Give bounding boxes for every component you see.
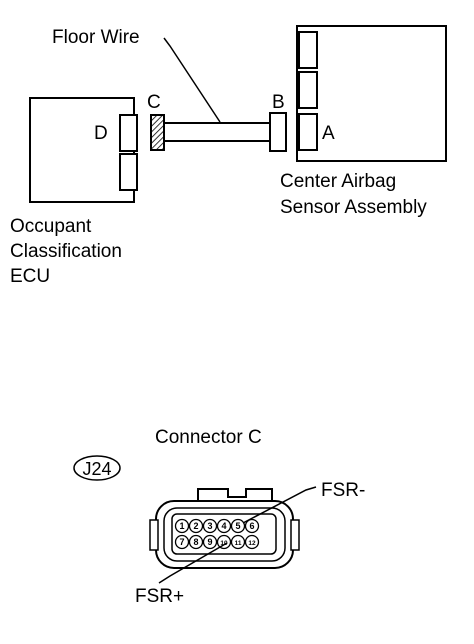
connector-pin-number: 1 [179, 521, 184, 531]
connector-c-title: Connector C [155, 427, 262, 448]
assembly-connector-slot-2 [298, 71, 318, 109]
connector-b-label: B [272, 92, 285, 113]
connector-pin-number: 2 [193, 521, 198, 531]
connector-pin-4 [216, 518, 232, 534]
connector-d-label: D [94, 123, 108, 144]
fsr-minus-label: FSR- [321, 480, 365, 501]
floor-wire [150, 112, 287, 152]
connector-side-tab-left [149, 519, 159, 551]
floor-wire-leader [163, 37, 221, 123]
ecu-connector-slot [119, 153, 138, 191]
connector-pin-2 [188, 518, 204, 534]
connector-side-tab-right [290, 519, 300, 551]
connector-latch [197, 488, 273, 501]
wire-body [163, 122, 271, 142]
connector-c-hatched [150, 114, 165, 151]
connector-pin-8 [188, 534, 204, 550]
fsr-minus-leader [242, 486, 317, 524]
center-airbag-sensor-assembly [296, 25, 447, 162]
connector-pin-number: 7 [179, 537, 184, 547]
connector-code-badge: J24 [73, 455, 121, 481]
connector-pin-number: 8 [193, 537, 198, 547]
ecu-connector-d [119, 114, 138, 152]
occupant-label-line3: ECU [10, 266, 50, 287]
connector-pin-number: 6 [249, 521, 254, 531]
connector-pin-number: 11 [235, 540, 242, 547]
connector-pin-6 [244, 518, 260, 534]
connector-pin-12 [244, 534, 260, 550]
connector-pin-1 [174, 518, 190, 534]
connector-pin-11 [230, 534, 246, 550]
connector-pin-3 [202, 518, 218, 534]
connector-pin-5 [230, 518, 246, 534]
connector-a-label: A [322, 123, 335, 144]
connector-pin-10 [216, 534, 232, 550]
center-airbag-label-line1: Center Airbag [280, 171, 396, 192]
center-airbag-label-line2: Sensor Assembly [280, 197, 427, 218]
connector-pin-9 [202, 534, 218, 550]
connector-pin-number: 10 [220, 540, 228, 547]
connector-c-label: C [147, 92, 161, 113]
assembly-connector-slot-1 [298, 31, 318, 69]
assembly-connector-a [298, 113, 318, 151]
floor-wire-label: Floor Wire [52, 27, 140, 48]
occupant-classification-ecu [29, 97, 138, 203]
occupant-label-line1: Occupant [10, 216, 92, 237]
connector-pin-7 [174, 534, 190, 550]
connector-pin-number: 4 [221, 521, 226, 531]
connector-pin-number: 12 [248, 540, 256, 547]
connector-code-label: J24 [82, 459, 111, 479]
occupant-label-line2: Classification [10, 241, 122, 262]
connector-pin-number: 3 [207, 521, 212, 531]
connector-pin-number: 9 [207, 537, 212, 547]
fsr-plus-leader [158, 542, 228, 584]
connector-b [269, 112, 287, 152]
connector-pin-number: 5 [235, 521, 240, 531]
fsr-plus-label: FSR+ [135, 586, 184, 607]
